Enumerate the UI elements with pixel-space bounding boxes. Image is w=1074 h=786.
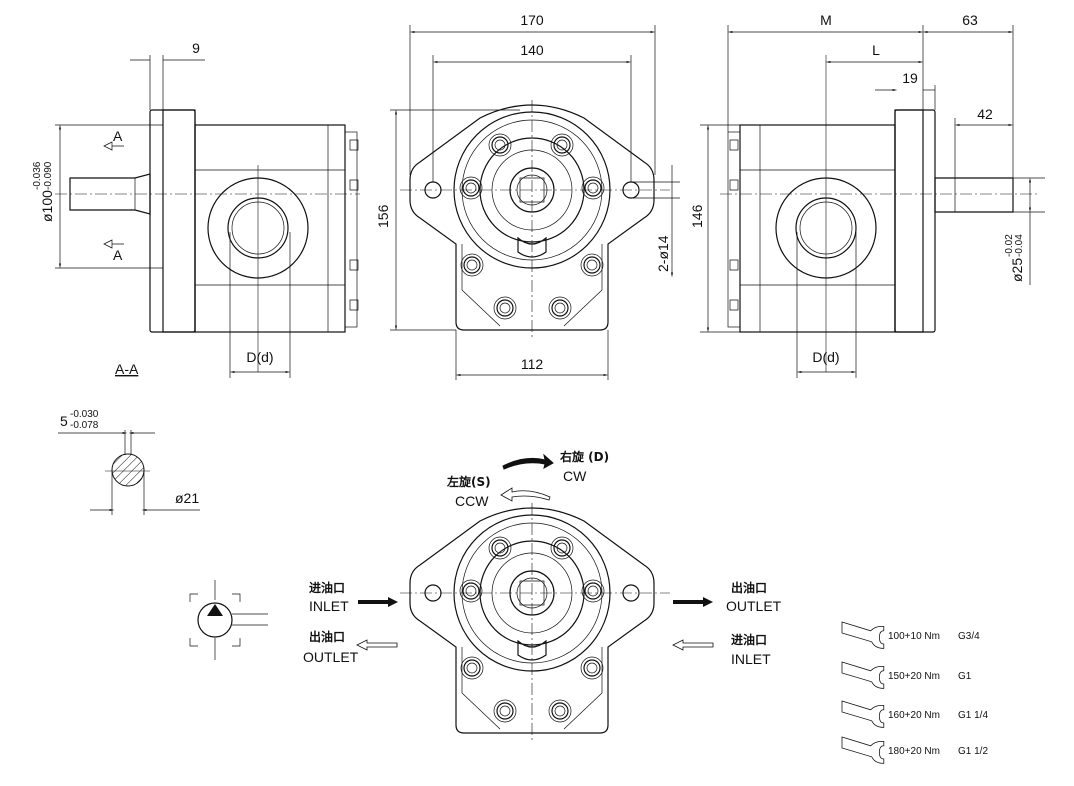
section-label: A-A (115, 361, 139, 377)
spline-detail: 5 -0.030 -0.078 ø21 (58, 409, 200, 515)
torque-row: 160+20 Nm G1 1/4 (841, 700, 988, 728)
wrench-icon (841, 700, 885, 728)
right-inlet-cn: 进油口 (731, 632, 767, 647)
cw-arrow-icon (502, 453, 554, 470)
pilot-diameter-dim: ø100 (39, 190, 55, 222)
cw-label-cn: 右旋 (D) (559, 449, 609, 464)
spline-key-width: 5 (60, 413, 68, 429)
inlet-arrow-icon (358, 597, 398, 607)
wrench-icon (841, 621, 885, 649)
length-l-dim: L (872, 42, 880, 58)
flange-to-shaft-dim: 19 (902, 70, 918, 86)
torque-value: 180+20 Nm (888, 746, 940, 757)
inlet-arrow-right-icon (672, 639, 714, 651)
mount-holes-dim: 2-ø14 (655, 235, 671, 272)
shaft-tol-upper: -0.02 (1004, 234, 1015, 257)
torque-value: 160+20 Nm (888, 710, 940, 721)
section-mark-bottom: A (113, 247, 123, 263)
shaft-length-dim: 42 (977, 106, 993, 122)
spline-key-tol-lower: -0.078 (70, 420, 99, 431)
left-side-view: D(d) 9 ø100 -0.036 -0.090 A A A-A (32, 40, 360, 378)
port-dimension-right: D(d) (812, 349, 839, 365)
torque-row: 100+10 Nm G3/4 (841, 621, 980, 649)
thread-size: G1 1/4 (958, 710, 988, 721)
port-dimension-left: D(d) (246, 349, 273, 365)
front-view: 170 140 156 2-ø14 112 (375, 12, 680, 380)
bolt-spacing-dim: 140 (520, 42, 544, 58)
outlet-arrow-right-icon (673, 597, 713, 607)
flange-thickness-dim: 9 (192, 40, 200, 56)
torque-table: 100+10 Nm G3/4 150+20 Nm G1 160+20 Nm G1… (841, 621, 988, 764)
front-height-dim: 156 (375, 204, 391, 228)
pilot-tol-upper: -0.036 (32, 161, 43, 190)
left-outlet-cn: 出油口 (309, 629, 345, 644)
right-outlet: OUTLET (726, 598, 782, 614)
side-height-dim: 146 (689, 204, 705, 228)
pump-symbol-icon (189, 580, 268, 660)
section-mark-top: A (113, 128, 123, 144)
spline-diameter: ø21 (175, 490, 199, 506)
ccw-label: CCW (455, 493, 489, 509)
spline-key-tol-upper: -0.030 (70, 409, 99, 420)
left-outlet: OUTLET (303, 649, 359, 665)
length-m-dim: M (820, 12, 832, 28)
wrench-icon (841, 661, 885, 689)
thread-size: G1 (958, 671, 972, 682)
torque-value: 100+10 Nm (888, 631, 940, 642)
shaft-tol-lower: -0.04 (1014, 234, 1025, 257)
left-inlet-cn: 进油口 (309, 580, 345, 595)
body-width-dim: 112 (521, 356, 544, 372)
ccw-label-cn: 左旋(S) (446, 474, 491, 489)
pilot-tol-lower: -0.090 (43, 161, 54, 190)
right-inlet: INLET (731, 651, 771, 667)
torque-value: 150+20 Nm (888, 671, 940, 682)
shaft-diameter-dim: ø25 (1009, 258, 1025, 282)
left-inlet: INLET (309, 598, 349, 614)
ccw-arrow-icon (500, 487, 551, 502)
wrench-icon (841, 736, 885, 764)
torque-row: 180+20 Nm G1 1/2 (841, 736, 988, 764)
outlet-arrow-icon (356, 639, 398, 651)
overall-width-dim: 170 (520, 12, 544, 28)
torque-row: 150+20 Nm G1 (841, 661, 972, 689)
thread-size: G1 1/2 (958, 746, 988, 757)
thread-size: G3/4 (958, 631, 980, 642)
rotation-view: 右旋 (D) CW 左旋(S) CCW 进油口 INLET 出油口 OUTLET… (303, 449, 782, 743)
right-outlet-cn: 出油口 (731, 580, 767, 595)
shaft-offset-dim: 63 (962, 12, 978, 28)
right-side-view: D(d) M 63 L 19 42 146 ø25 -0.02 -0.04 (689, 12, 1045, 378)
cw-label: CW (563, 468, 587, 484)
